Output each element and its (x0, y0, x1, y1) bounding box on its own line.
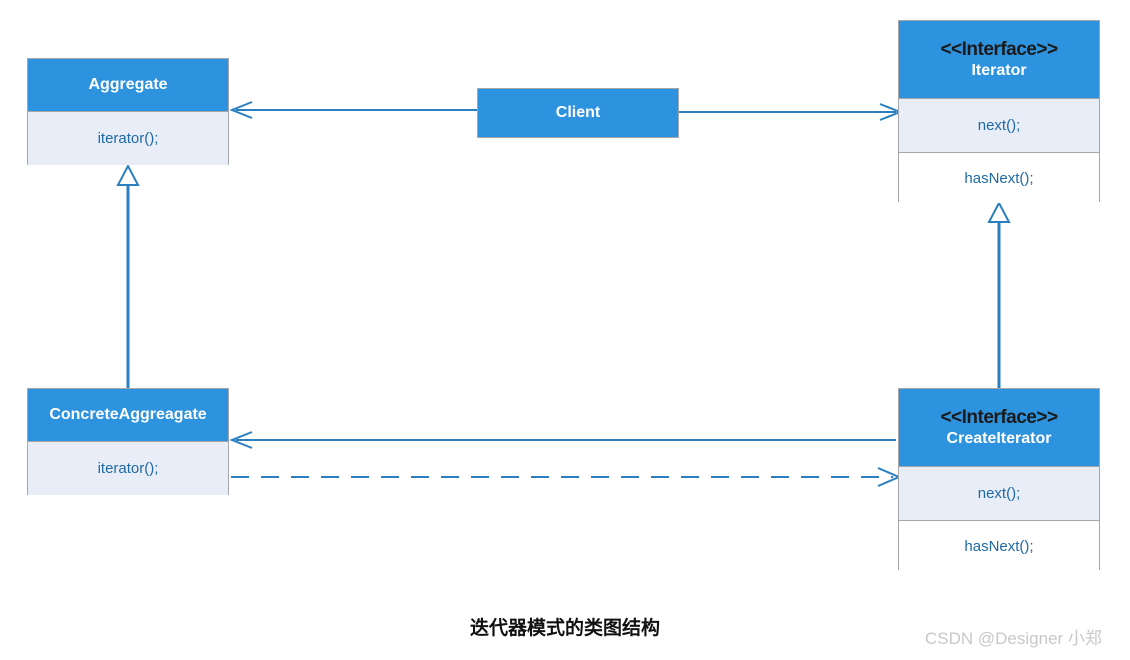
class-header-concrete-aggregate: ConcreteAggreagate (28, 389, 228, 441)
class-box-concrete-aggregate[interactable]: ConcreteAggreagate iterator(); (27, 388, 229, 495)
stereotype-label-iterator: <<Interface>> (940, 38, 1058, 60)
edge-concrete-aggregate-to-aggregate (116, 163, 140, 388)
class-header-iterator: <<Interface>> Iterator (899, 21, 1099, 98)
class-name-aggregate: Aggregate (88, 76, 168, 93)
edge-concrete-aggregate-to-create-iterator (231, 467, 902, 487)
open-arrowhead-right-icon (877, 467, 902, 487)
class-name-iterator: Iterator (971, 62, 1027, 80)
operation-label: hasNext(); (964, 169, 1034, 187)
class-name-concrete-aggregate: ConcreteAggreagate (49, 406, 207, 423)
operation-row-create-iterator-1: hasNext(); (899, 520, 1099, 571)
edge-client-to-aggregate (229, 101, 477, 119)
class-box-create-iterator[interactable]: <<Interface>> CreateIterator next(); has… (898, 388, 1100, 571)
class-box-iterator[interactable]: <<Interface>> Iterator next(); hasNext()… (898, 20, 1100, 203)
operation-label: iterator(); (97, 460, 159, 477)
operation-label: next(); (977, 117, 1021, 134)
edge-create-iterator-to-iterator (987, 200, 1011, 388)
edge-create-iterator-to-concrete-aggregate (229, 431, 896, 449)
open-arrowhead-left-icon (229, 101, 253, 119)
hollow-triangle-arrowhead-icon (116, 163, 140, 186)
operation-label: hasNext(); (964, 537, 1034, 555)
class-name-client: Client (555, 104, 601, 121)
hollow-triangle-arrowhead-icon (987, 200, 1011, 223)
class-name-create-iterator: CreateIterator (946, 430, 1052, 448)
class-box-client[interactable]: Client (477, 88, 679, 138)
operation-row-iterator-1: hasNext(); (899, 152, 1099, 203)
edge-client-to-iterator (679, 103, 903, 121)
operation-row-create-iterator-0: next(); (899, 466, 1099, 520)
operation-label: iterator(); (97, 130, 159, 147)
class-header-aggregate: Aggregate (28, 59, 228, 111)
stereotype-label-create-iterator: <<Interface>> (940, 406, 1058, 428)
open-arrowhead-left-icon (229, 431, 253, 449)
watermark-label: CSDN @Designer 小郑 (925, 629, 1102, 648)
operation-row-aggregate-0: iterator(); (28, 111, 228, 165)
operation-row-iterator-0: next(); (899, 98, 1099, 152)
operation-label: next(); (977, 485, 1021, 502)
open-arrowhead-right-icon (879, 103, 903, 121)
class-box-aggregate[interactable]: Aggregate iterator(); (27, 58, 229, 165)
diagram-caption: 迭代器模式的类图结构 (469, 618, 660, 639)
class-header-create-iterator: <<Interface>> CreateIterator (899, 389, 1099, 466)
operation-row-concrete-aggregate-0: iterator(); (28, 441, 228, 495)
